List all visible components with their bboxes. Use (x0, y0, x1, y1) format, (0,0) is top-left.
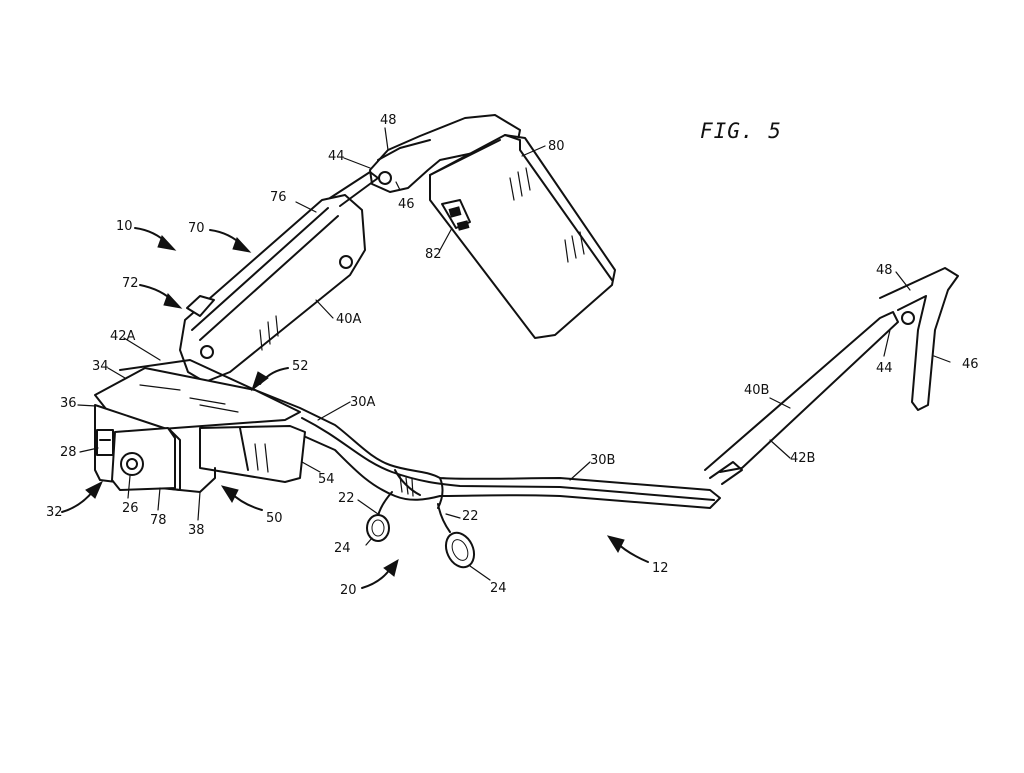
label-80: 80 (548, 139, 565, 154)
label-76: 76 (270, 190, 287, 205)
figure-title: FIG. 5 (700, 119, 782, 143)
label-36: 36 (60, 396, 77, 411)
label-22-right: 22 (462, 509, 479, 524)
label-46-upper: 46 (398, 197, 415, 212)
label-32: 32 (46, 505, 63, 520)
label-28: 28 (60, 445, 77, 460)
label-10: 10 (116, 219, 133, 234)
label-24-left: 24 (334, 541, 351, 556)
label-50: 50 (266, 511, 283, 526)
leader-lines (77, 127, 951, 581)
right-temple (704, 267, 959, 485)
frame-front (119, 359, 721, 509)
label-78: 78 (150, 513, 167, 528)
label-44-upper: 44 (328, 149, 345, 164)
reference-labels: 48 44 46 76 80 82 10 70 72 40A 42A 34 52… (46, 113, 979, 598)
label-82: 82 (425, 247, 442, 262)
label-30B: 30B (590, 453, 615, 468)
label-34: 34 (92, 359, 109, 374)
nose-pads (366, 491, 476, 569)
label-20: 20 (340, 583, 357, 598)
label-40B: 40B (744, 383, 769, 398)
label-72: 72 (122, 276, 139, 291)
label-22-left: 22 (338, 491, 355, 506)
left-temple (179, 171, 379, 383)
battery-pack (429, 134, 616, 339)
reference-arrows (61, 227, 649, 589)
label-38: 38 (188, 523, 205, 538)
label-46-lower: 46 (962, 357, 979, 372)
label-42A: 42A (110, 329, 136, 344)
label-26: 26 (122, 501, 139, 516)
label-24-right: 24 (490, 581, 507, 596)
label-48-upper: 48 (380, 113, 397, 128)
label-52: 52 (292, 359, 309, 374)
label-44-lower: 44 (876, 361, 893, 376)
camera-housing (94, 367, 306, 493)
label-12: 12 (652, 561, 669, 576)
label-40A: 40A (336, 312, 362, 327)
label-42B: 42B (790, 451, 815, 466)
label-30A: 30A (350, 395, 376, 410)
label-70: 70 (188, 221, 205, 236)
label-48-lower: 48 (876, 263, 893, 278)
label-54: 54 (318, 472, 335, 487)
